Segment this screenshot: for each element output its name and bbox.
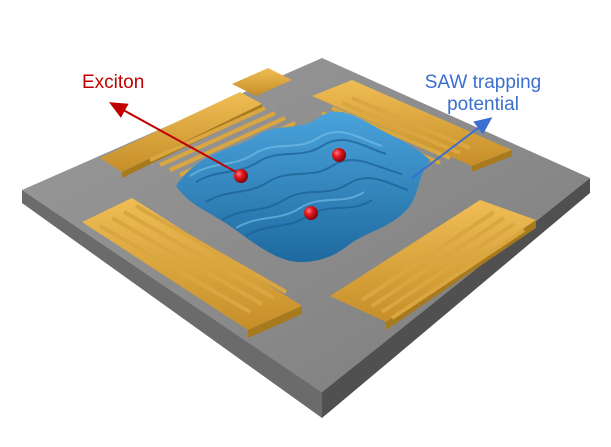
exciton-label: Exciton [82,72,145,93]
saw-potential-surface [176,111,430,263]
saw-arrow [411,117,493,179]
electrode-bottom-left [82,198,302,338]
electrode-top-left [100,68,306,182]
exciton-sphere [234,169,248,183]
saw-trapping-label: SAW trapping potential [408,72,558,116]
electrode-bottom-right [330,200,536,330]
exciton-sphere [332,148,346,162]
saw-label-line-2: potential [447,94,519,115]
saw-label-line-1: SAW trapping [424,72,542,93]
exciton-particles [234,148,346,220]
exciton-sphere [304,206,318,220]
exciton-arrow [108,102,237,173]
